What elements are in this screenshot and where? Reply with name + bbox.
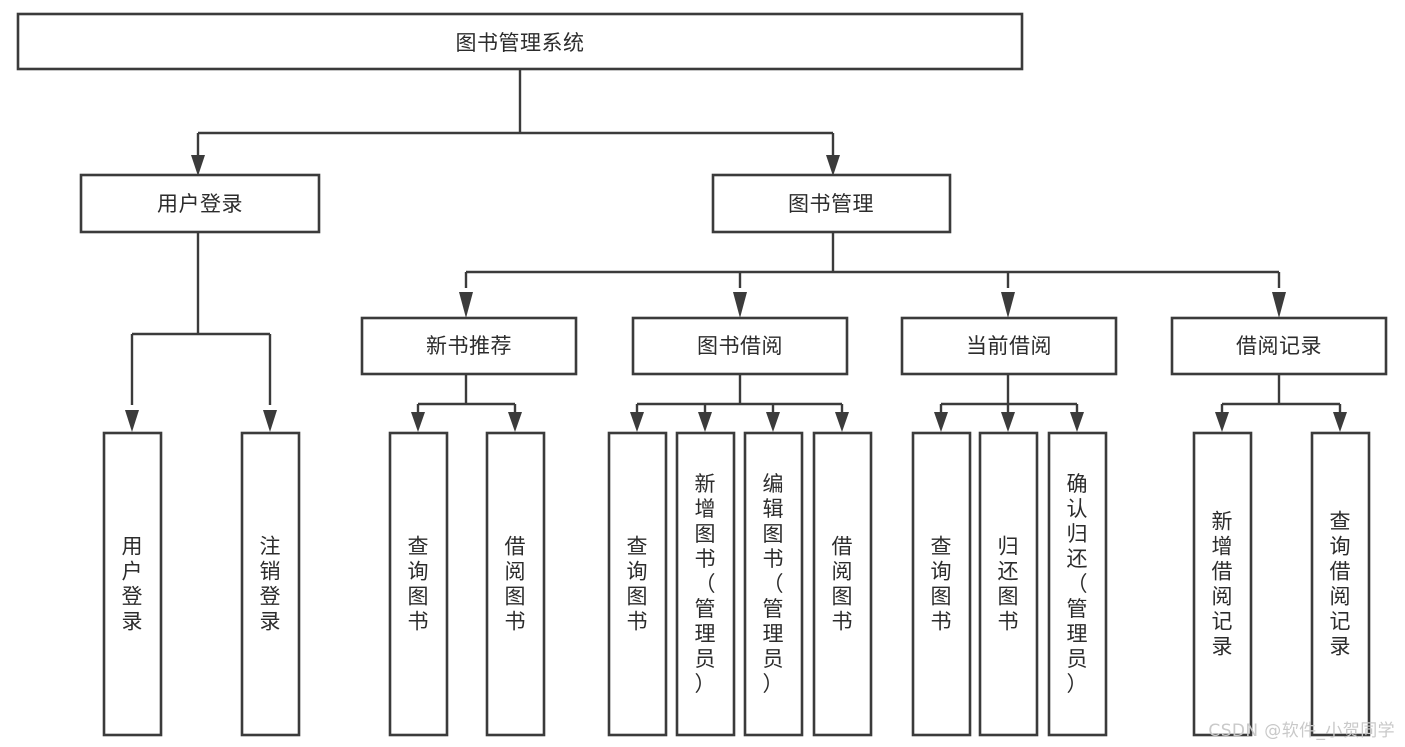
connector-book-borrow-bus [635, 374, 844, 412]
node-new-book-recommend-label: 新书推荐 [426, 334, 512, 358]
node-leaf-query-book-2[interactable]: 查询图书 [607, 431, 668, 737]
csdn-watermark: CSDN @软件_小贺同学 [1208, 721, 1395, 741]
node-borrow-record[interactable]: 借阅记录 [1170, 316, 1388, 376]
arrow-to-new-book-recommend [459, 292, 473, 318]
arrow-to-leaf-confirm-return [1070, 412, 1084, 432]
arrow-to-leaf-user-login [125, 410, 139, 432]
node-leaf-borrow-book-1-box [485, 431, 546, 737]
node-book-borrow-label: 图书借阅 [697, 334, 783, 358]
node-leaf-add-record[interactable]: 新增借阅记录 [1192, 431, 1253, 737]
node-leaf-confirm-return-box [1047, 431, 1108, 737]
node-leaf-edit-book-box [743, 431, 804, 737]
arrow-to-borrow-record [1272, 292, 1286, 318]
connector-current-borrow-bus [939, 374, 1079, 412]
node-leaf-user-login-label: 用户登录 [122, 535, 143, 634]
arrow-to-leaf-query-book-1 [411, 412, 425, 432]
node-leaf-borrow-book-2[interactable]: 借阅图书 [812, 431, 873, 737]
connector-layer [125, 69, 1347, 432]
node-leaf-query-record-label: 查询借阅记录 [1330, 510, 1351, 659]
node-user-login-box [79, 173, 321, 234]
node-leaf-logout-box [240, 431, 301, 737]
node-user-login[interactable]: 用户登录 [79, 173, 321, 234]
node-leaf-query-record[interactable]: 查询借阅记录 [1310, 431, 1371, 737]
connector-book-manage-bus [464, 232, 1281, 288]
connector-user-login-bus [130, 232, 272, 405]
node-leaf-confirm-return[interactable]: 确认归还（管理员） [1047, 431, 1108, 737]
arrow-to-leaf-edit-book [766, 412, 780, 432]
node-current-borrow-box [900, 316, 1118, 376]
arrow-to-user-login [191, 155, 205, 176]
node-borrow-record-box [1170, 316, 1388, 376]
arrow-to-leaf-query-book-2 [630, 412, 644, 432]
node-leaf-edit-book[interactable]: 编辑图书（管理员） [743, 431, 804, 737]
arrow-to-leaf-borrow-book-1 [508, 412, 522, 432]
arrow-to-leaf-borrow-book-2 [835, 412, 849, 432]
node-leaf-query-book-1-box [388, 431, 449, 737]
arrow-to-leaf-logout [263, 410, 277, 432]
node-leaf-logout[interactable]: 注销登录 [240, 431, 301, 737]
node-root-box [16, 12, 1024, 71]
node-leaf-query-book-2-label: 查询图书 [627, 535, 648, 634]
node-leaf-add-record-box [1192, 431, 1253, 737]
node-leaf-borrow-book-2-box [812, 431, 873, 737]
node-leaf-user-login-box [102, 431, 163, 737]
node-book-manage-box [711, 173, 952, 234]
node-leaf-edit-book-label: 编辑图书（管理员） [763, 472, 784, 696]
node-leaf-return-book-box [978, 431, 1039, 737]
leaf-layer: 用户登录 注销登录 查询图书 借阅图书 查询图书 新增图书（管理员） [102, 431, 1371, 737]
node-leaf-add-book-label: 新增图书（管理员） [695, 472, 716, 696]
node-new-book-recommend[interactable]: 新书推荐 [360, 316, 578, 376]
node-leaf-return-book-label: 归还图书 [998, 535, 1019, 634]
node-root-label: 图书管理系统 [456, 31, 585, 55]
node-book-manage-label: 图书管理 [788, 192, 874, 216]
node-leaf-query-book-1-label: 查询图书 [408, 535, 429, 634]
node-current-borrow[interactable]: 当前借阅 [900, 316, 1118, 376]
node-leaf-add-record-label: 新增借阅记录 [1212, 510, 1233, 659]
node-new-book-recommend-box [360, 316, 578, 376]
arrow-to-leaf-query-book-3 [934, 412, 948, 432]
node-leaf-return-book[interactable]: 归还图书 [978, 431, 1039, 737]
arrow-to-current-borrow [1001, 292, 1015, 318]
node-leaf-query-book-3-box [911, 431, 972, 737]
arrow-to-leaf-return-book [1001, 412, 1015, 432]
node-book-borrow-box [631, 316, 849, 376]
connector-root-bus [196, 69, 835, 163]
node-leaf-confirm-return-label: 确认归还（管理员） [1067, 472, 1088, 696]
arrow-to-leaf-add-book [698, 412, 712, 432]
connector-new-book-bus [416, 374, 517, 412]
arrow-to-leaf-query-record [1333, 412, 1347, 432]
node-user-login-label: 用户登录 [157, 192, 243, 216]
node-leaf-logout-label: 注销登录 [260, 535, 281, 634]
node-leaf-query-book-2-box [607, 431, 668, 737]
node-book-manage[interactable]: 图书管理 [711, 173, 952, 234]
node-leaf-query-book-1[interactable]: 查询图书 [388, 431, 449, 737]
node-book-borrow[interactable]: 图书借阅 [631, 316, 849, 376]
node-root[interactable]: 图书管理系统 [16, 12, 1024, 71]
arrow-to-book-borrow [733, 292, 747, 318]
node-current-borrow-label: 当前借阅 [966, 334, 1052, 358]
node-leaf-borrow-book-1[interactable]: 借阅图书 [485, 431, 546, 737]
node-leaf-add-book[interactable]: 新增图书（管理员） [675, 431, 736, 737]
node-leaf-query-record-box [1310, 431, 1371, 737]
arrow-to-book-manage [826, 155, 840, 176]
node-leaf-user-login[interactable]: 用户登录 [102, 431, 163, 737]
node-borrow-record-label: 借阅记录 [1236, 334, 1322, 358]
node-leaf-add-book-box [675, 431, 736, 737]
node-leaf-borrow-book-2-label: 借阅图书 [832, 535, 853, 634]
node-leaf-query-book-3[interactable]: 查询图书 [911, 431, 972, 737]
node-leaf-query-book-3-label: 查询图书 [931, 535, 952, 634]
node-leaf-borrow-book-1-label: 借阅图书 [505, 535, 526, 634]
connector-borrow-record-bus [1220, 374, 1342, 412]
arrow-to-leaf-add-record [1215, 412, 1229, 432]
